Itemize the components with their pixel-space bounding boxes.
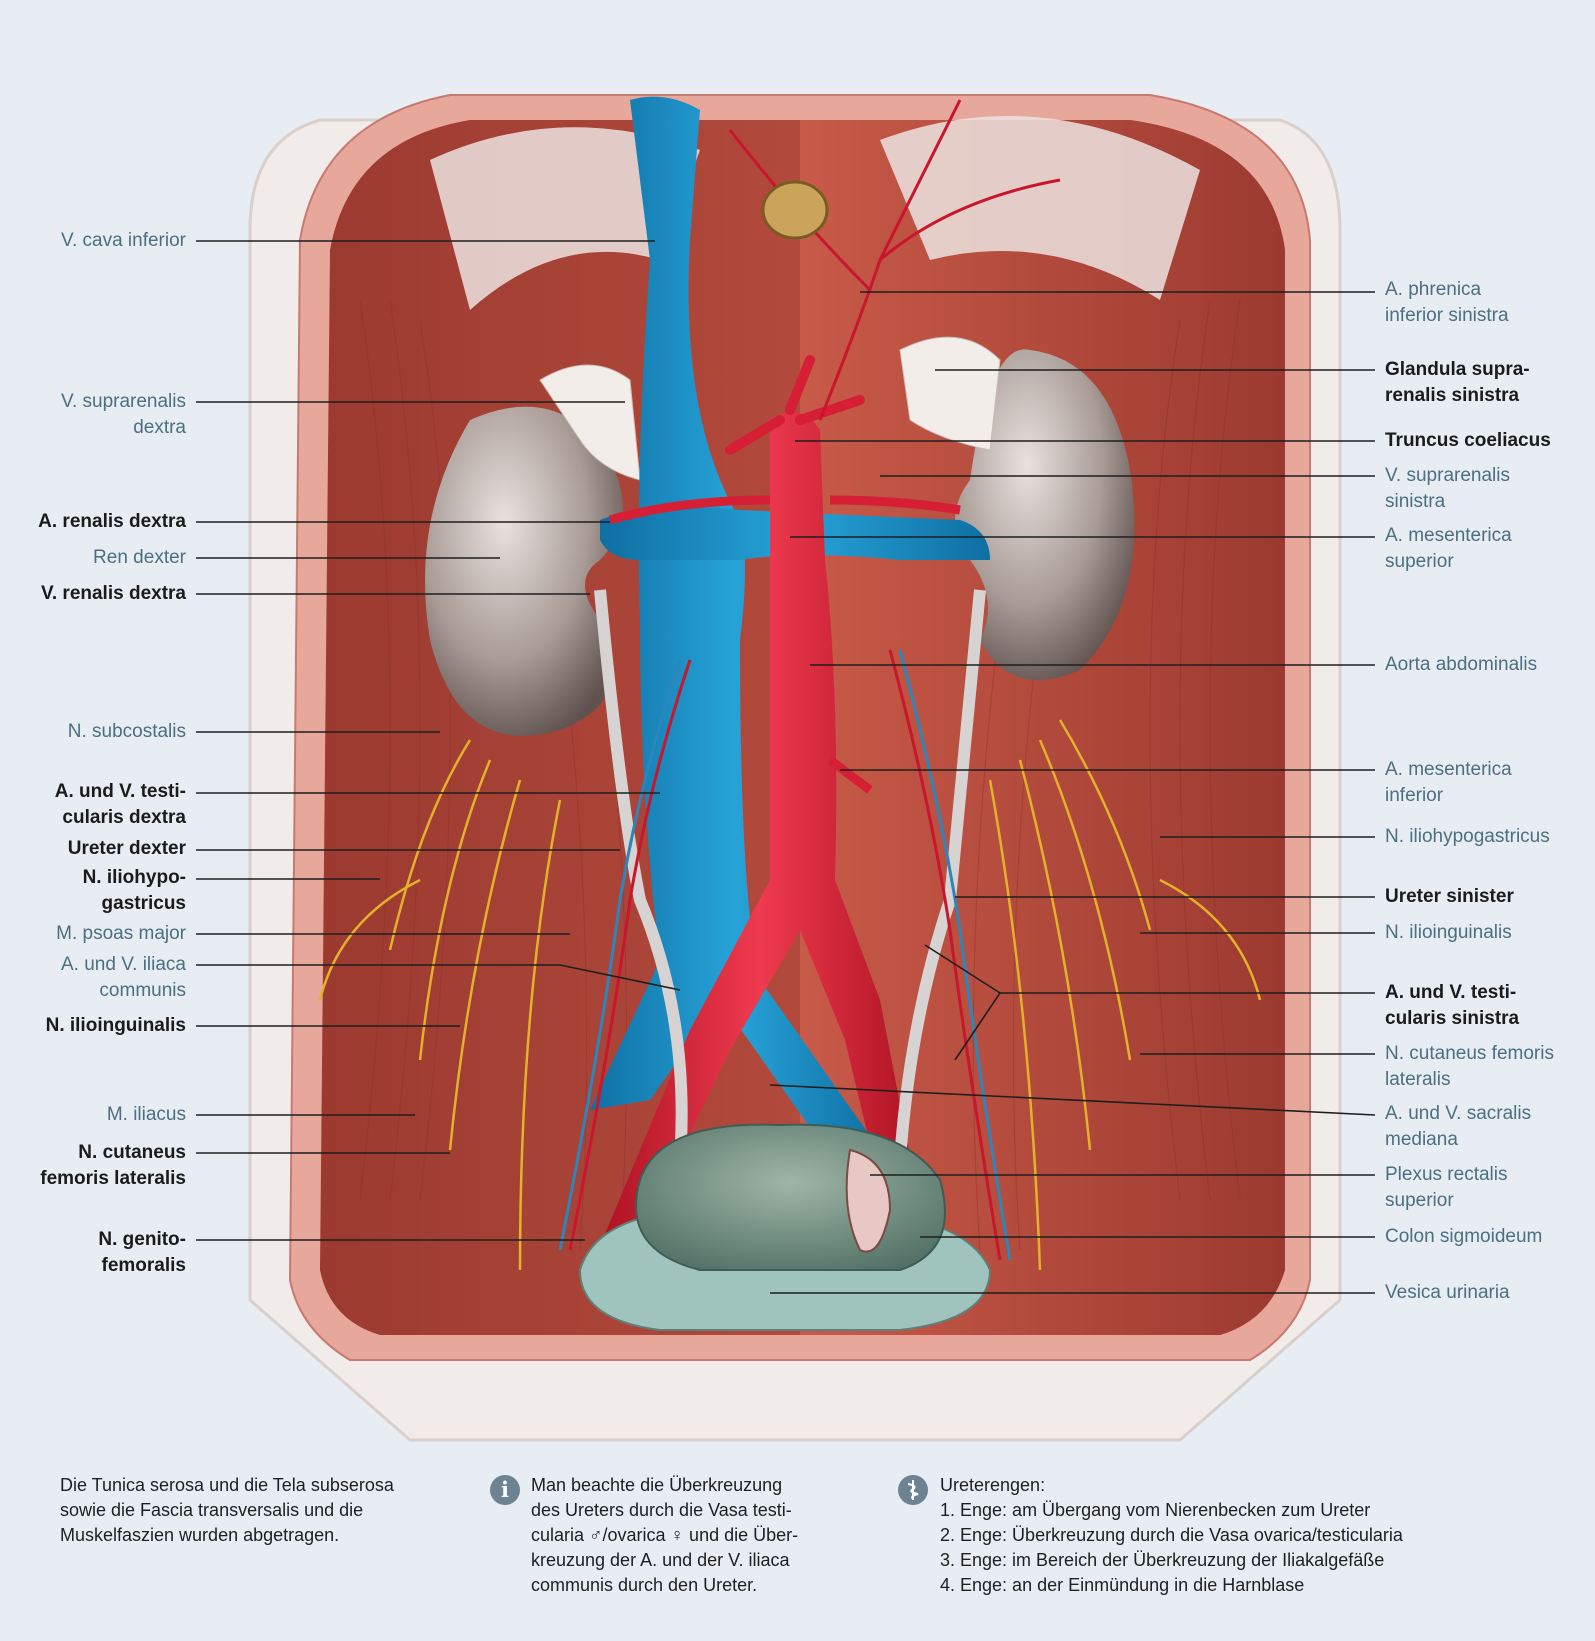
- label-n-iliohypogastricus-right: N. iliohypogastricus: [1385, 826, 1550, 847]
- label-m-psoas-major: M. psoas major: [56, 923, 186, 944]
- inferior-mesenteric-artery: [827, 756, 873, 794]
- label-m-iliacus: M. iliacus: [106, 1104, 186, 1125]
- label-testicularis-sinistra: A. und V. testi-cularis sinistra: [1385, 982, 1520, 1029]
- note-crossing: Man beachte die Überkreuzung des Ureters…: [531, 1475, 799, 1595]
- oesophagus-opening: [761, 180, 829, 240]
- inferior-vena-cava: [590, 96, 880, 1171]
- renal-artery-right: [608, 495, 771, 525]
- left-suprarenal-gland: [899, 336, 1001, 451]
- label-v-renalis-dextra: V. renalis dextra: [40, 583, 186, 604]
- left-kidney: [955, 349, 1135, 680]
- label-ureter-sinister: Ureter sinister: [1385, 886, 1514, 907]
- testicular-vessels-right: [558, 659, 682, 1251]
- label-glandula-suprarenalis-sinistra: Glandula supra-renalis sinistra: [1385, 359, 1530, 406]
- note-tissue-removed: Die Tunica serosa und die Tela subserosa…: [60, 1475, 394, 1545]
- label-n-ilioinguinalis-left: N. ilioinguinalis: [45, 1015, 186, 1036]
- label-v-cava-inferior: V. cava inferior: [61, 230, 186, 251]
- testicular-vessels-left: [898, 649, 1012, 1261]
- colon-sigmoideum: [635, 1123, 946, 1271]
- right-kidney: [425, 406, 623, 736]
- label-truncus-coeliacus: Truncus coeliacus: [1385, 430, 1551, 451]
- label-aorta-abdominalis: Aorta abdominalis: [1385, 654, 1538, 675]
- ureter-left: [894, 589, 986, 1161]
- renal-artery-left: [829, 495, 961, 515]
- lumbar-nerves: [318, 719, 1262, 1271]
- label-n-ilioinguinalis-right: N. ilioinguinalis: [1385, 922, 1512, 943]
- label-vesica-urinaria: Vesica urinaria: [1385, 1282, 1510, 1303]
- truncus-coeliacus-branches: [725, 355, 865, 455]
- label-ureter-dexter: Ureter dexter: [67, 838, 186, 859]
- label-n-subcostalis: N. subcostalis: [67, 721, 186, 742]
- label-a-renalis-dextra: A. renalis dextra: [38, 511, 186, 532]
- ureter-right: [594, 589, 688, 1161]
- diaphragm-central-tendon: [430, 127, 700, 310]
- note-ureterengen: Ureterengen: 1. Enge: am Übergang vom Ni…: [940, 1475, 1403, 1595]
- right-suprarenal-gland: [539, 364, 641, 481]
- label-testicularis-dextra: A. und V. testi-cularis dextra: [54, 781, 186, 828]
- label-n-iliohypogastricus-left: N. iliohypo-gastricus: [82, 867, 186, 914]
- label-colon-sigmoideum: Colon sigmoideum: [1385, 1226, 1543, 1247]
- caduceus-icon: [898, 1475, 928, 1505]
- leader-lines: [196, 240, 1376, 1294]
- label-ren-dexter: Ren dexter: [93, 547, 186, 568]
- info-icon: i: [490, 1475, 520, 1505]
- label-n-genitofemoralis: N. genito-femoralis: [98, 1229, 186, 1276]
